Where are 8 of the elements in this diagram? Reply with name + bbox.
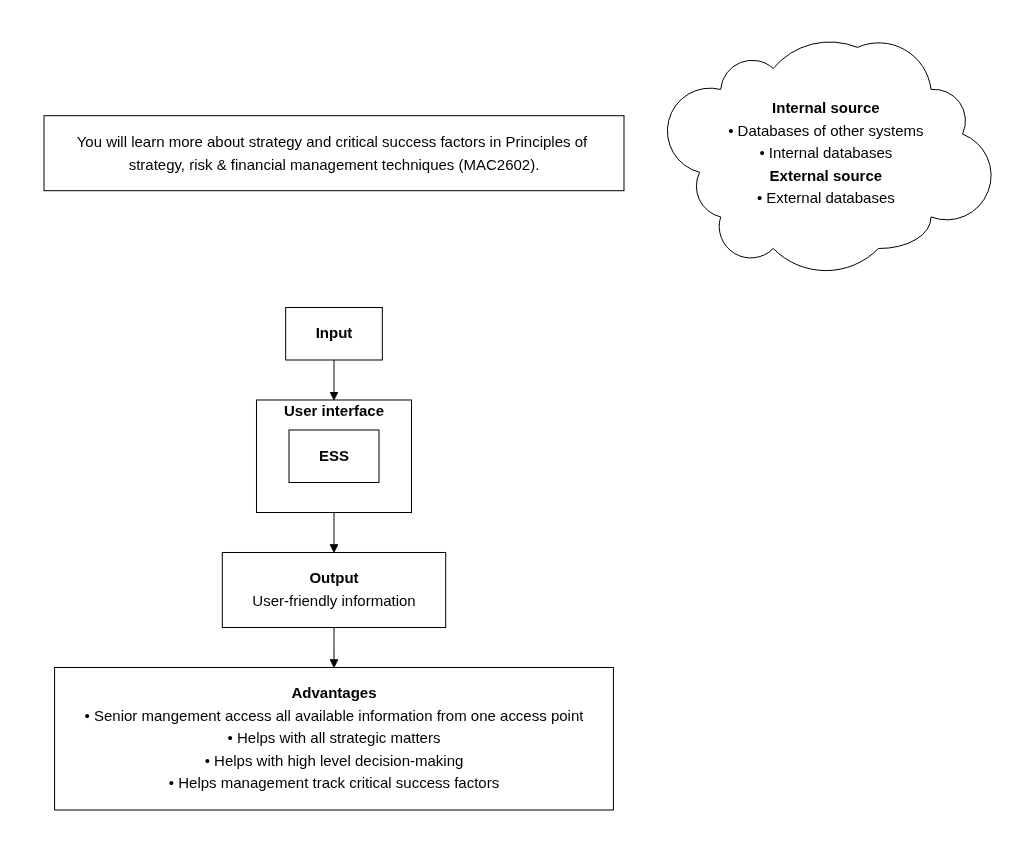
node-box: Output User-friendly information <box>221 551 447 628</box>
arrow <box>329 511 339 553</box>
node-box: ESS <box>288 429 380 483</box>
arrow <box>329 626 339 668</box>
node-box: You will learn more about strategy and critical success factors in Principles of strategy, risk & financial management techniques (MAC2602). <box>43 114 625 191</box>
node-box: Advantages • Senior mangement access all available information from one access point • Helps with all strategic matters • Helps with high level decision-making • Helps management track critical success factors <box>54 666 614 810</box>
arrow <box>329 359 339 400</box>
node-box: Input <box>285 306 383 360</box>
